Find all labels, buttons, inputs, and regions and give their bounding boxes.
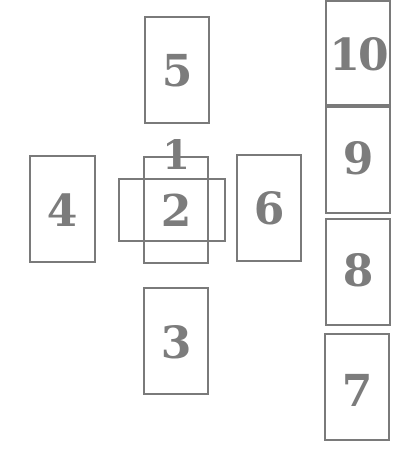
label-position-4: 4 bbox=[46, 186, 78, 237]
card-position-1 bbox=[143, 156, 209, 264]
label-position-6: 6 bbox=[253, 184, 285, 235]
label-position-7: 7 bbox=[341, 366, 373, 417]
card-position-8 bbox=[325, 218, 391, 326]
card-position-2 bbox=[118, 178, 226, 242]
label-position-9: 9 bbox=[342, 134, 374, 185]
card-position-5 bbox=[144, 16, 210, 124]
card-position-3 bbox=[143, 287, 209, 395]
card-position-4 bbox=[29, 155, 96, 263]
card-position-10 bbox=[325, 0, 391, 106]
label-position-8: 8 bbox=[342, 246, 374, 297]
label-position-5: 5 bbox=[161, 46, 193, 97]
card-position-9 bbox=[325, 106, 391, 214]
card-position-7 bbox=[324, 333, 390, 441]
label-position-1: 1 bbox=[162, 132, 190, 179]
label-position-2: 2 bbox=[160, 186, 192, 237]
label-position-10: 10 bbox=[329, 30, 388, 81]
card-position-6 bbox=[236, 154, 302, 262]
label-position-3: 3 bbox=[160, 318, 192, 369]
